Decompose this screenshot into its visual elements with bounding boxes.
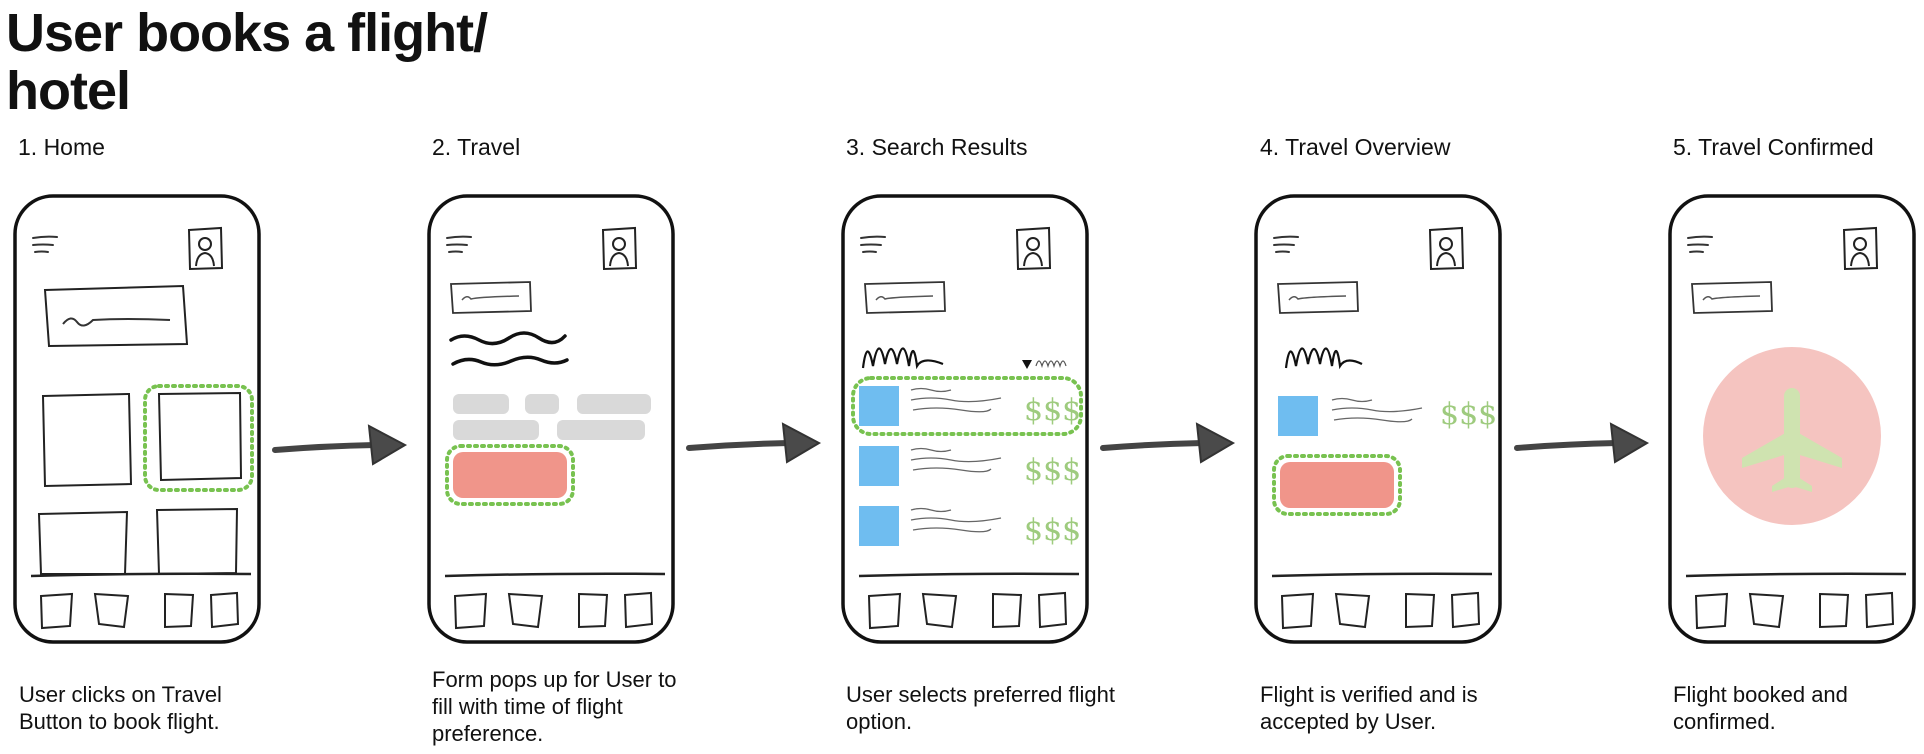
selection-highlight xyxy=(445,444,575,506)
price-label: $$$ xyxy=(1024,393,1081,428)
home-tile[interactable] xyxy=(37,510,129,575)
phone-home xyxy=(13,194,261,644)
selection-highlight xyxy=(143,384,254,492)
result-row[interactable]: $$$ xyxy=(859,386,1081,428)
price-label: $$$ xyxy=(1024,513,1081,548)
page-title: User books a flight/ hotel xyxy=(6,3,488,121)
home-tile[interactable] xyxy=(155,507,239,576)
form-field[interactable] xyxy=(453,420,539,440)
selection-highlight xyxy=(851,376,1083,436)
result-row[interactable]: $$$ xyxy=(859,446,1081,488)
result-row[interactable]: $$$ xyxy=(859,506,1081,548)
step-caption-travel-overview: Flight is verified and is accepted by Us… xyxy=(1260,682,1478,734)
travel-tile[interactable] xyxy=(157,391,243,482)
step-caption-travel-confirmed: Flight booked and confirmed. xyxy=(1673,682,1848,734)
phone-search-results: $$$ $$$ $$$ xyxy=(841,194,1089,644)
flow-arrow-icon xyxy=(275,426,405,464)
step-caption-travel: Form pops up for User to fill with time … xyxy=(432,667,677,746)
phone-travel-overview: $$$ xyxy=(1254,194,1502,644)
selection-highlight xyxy=(1272,454,1402,516)
step-caption-home: User clicks on Travel Button to book fli… xyxy=(19,682,222,734)
flow-arrow-icon xyxy=(689,424,819,462)
phone-travel xyxy=(427,194,675,644)
step-label-travel: 2. Travel xyxy=(432,134,521,160)
phone-travel-confirmed xyxy=(1668,194,1916,644)
sort-dropdown-icon[interactable] xyxy=(1022,360,1032,369)
step-label-home: 1. Home xyxy=(18,134,105,160)
price-label: $$$ xyxy=(1024,453,1081,488)
accept-button[interactable] xyxy=(1280,462,1394,508)
price-label: $$$ xyxy=(1440,397,1497,432)
form-field[interactable] xyxy=(453,394,509,414)
home-banner xyxy=(43,284,189,348)
step-label-travel-overview: 4. Travel Overview xyxy=(1260,134,1451,160)
flow-arrow-icon xyxy=(1103,424,1233,462)
flight-thumbnail xyxy=(1278,396,1318,436)
submit-button[interactable] xyxy=(453,452,567,498)
form-field[interactable] xyxy=(577,394,651,414)
flow-arrow-icon xyxy=(1517,424,1647,462)
step-label-search-results: 3. Search Results xyxy=(846,134,1028,160)
airplane-icon xyxy=(1742,388,1842,492)
form-field[interactable] xyxy=(557,420,645,440)
home-tile[interactable] xyxy=(41,392,133,488)
form-field[interactable] xyxy=(525,394,559,414)
step-label-travel-confirmed: 5. Travel Confirmed xyxy=(1673,134,1874,160)
step-caption-search-results: User selects preferred flight option. xyxy=(846,682,1115,734)
